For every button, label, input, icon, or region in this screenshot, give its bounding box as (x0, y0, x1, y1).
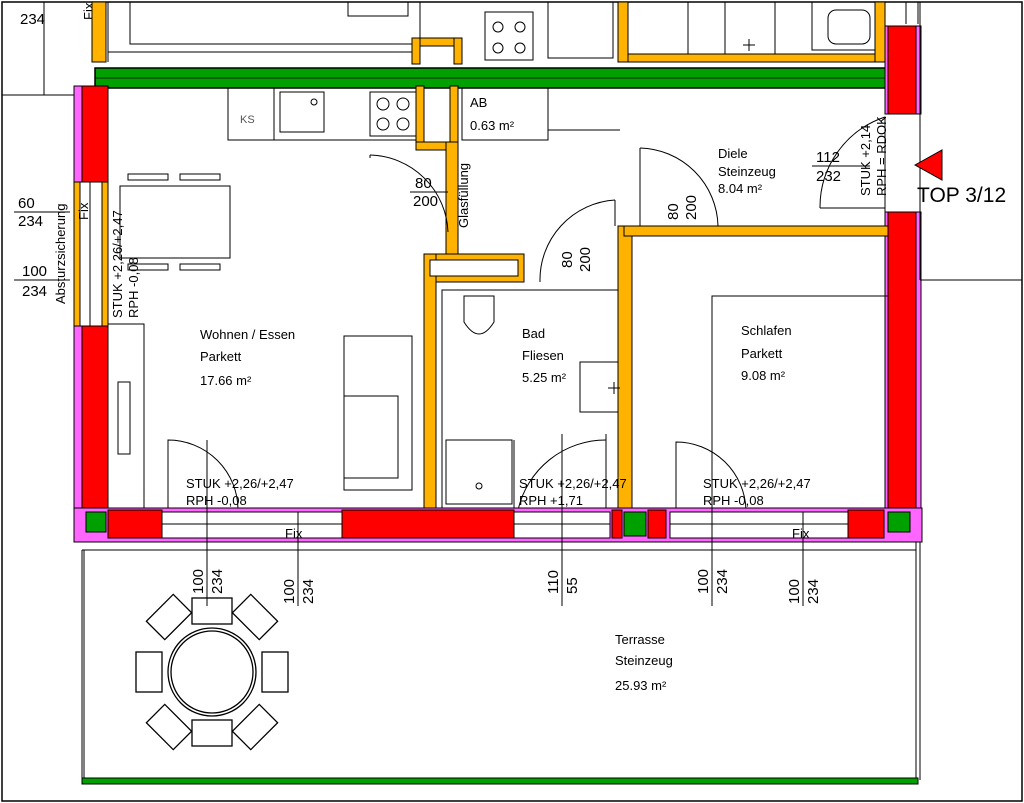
entry-dim-h: 232 (816, 168, 841, 185)
bad-stuk-label: STUK +2,26/+2,47 (519, 476, 627, 491)
left-dim-60: 60 (18, 195, 35, 212)
fix-label-bottom-2: Fix (792, 526, 810, 541)
schlafen-floor: Parkett (741, 346, 783, 361)
upper-unit (2, 1, 919, 96)
diele-door[interactable] (639, 147, 719, 227)
wohnen-stuk-label: STUK +2,26/+2,47 (186, 476, 294, 491)
schlafen-stuk-label: STUK +2,26/+2,47 (703, 476, 811, 491)
left-dim-100-h: 234 (22, 283, 47, 300)
schlafen-walls (623, 225, 889, 237)
terrasse-name: Terrasse (615, 632, 665, 647)
win5-h: 234 (805, 579, 822, 604)
window-swings (167, 434, 747, 511)
right-wall (884, 2, 1022, 780)
bottom-wall (73, 507, 923, 543)
bad-walls (423, 225, 633, 511)
door-diele-h: 200 (683, 195, 700, 220)
ks-label: KS (240, 114, 255, 126)
left-stuk-label: STUK +2,26/+2,47 (110, 210, 125, 318)
schlafen-name: Schlafen (741, 323, 792, 338)
fix-label-left: Fix (76, 202, 91, 220)
schlafen-rph-label: RPH -0,08 (703, 493, 764, 508)
fix-label-bottom-1: Fix (285, 526, 303, 541)
terrasse-floor: Steinzeug (615, 653, 673, 668)
wohnen-rph-label: RPH -0,08 (186, 493, 247, 508)
left-dim-100: 100 (22, 263, 47, 280)
door-bad-h: 200 (577, 247, 594, 272)
win3-w: 110 (545, 570, 562, 594)
diele-area: 8.04 m² (718, 181, 763, 196)
entry-door[interactable] (819, 116, 886, 212)
absturzsicherung-label: Absturzsicherung (53, 204, 68, 304)
win4-w: 100 (695, 569, 712, 594)
win2-h: 234 (300, 579, 317, 604)
glasfuellung-label: Glasfüllung (456, 163, 471, 228)
door-diele-w: 80 (665, 203, 682, 220)
door-bad-w: 80 (559, 251, 576, 268)
dining-table (119, 173, 231, 271)
left-dim-60-h: 234 (18, 213, 43, 230)
door-wohnen-w: 80 (415, 175, 432, 192)
ab-name: AB (470, 95, 487, 110)
win3-h: 55 (564, 577, 581, 594)
schlafen-area: 9.08 m² (741, 368, 786, 383)
bad-rph-label: RPH +1,71 (519, 493, 583, 508)
bad-area: 5.25 m² (522, 370, 567, 385)
win1-w: 100 (190, 569, 207, 594)
round-table (135, 593, 289, 751)
win1-h: 234 (209, 569, 226, 594)
ab-area: 0.63 m² (470, 118, 515, 133)
entry-dim-w: 112 (816, 149, 840, 166)
entry-stuk-label: STUK +2,14 (858, 125, 873, 196)
wohnen-name: Wohnen / Essen (200, 327, 295, 342)
unit-label: TOP 3/12 (917, 184, 1006, 207)
left-rph-label: RPH -0,08 (126, 257, 141, 318)
bad-fixtures (441, 289, 620, 511)
wohnen-area: 17.66 m² (200, 373, 252, 388)
bad-door[interactable] (539, 199, 616, 283)
terrace (81, 542, 917, 782)
terrasse-area: 25.93 m² (615, 678, 667, 693)
win4-h: 234 (714, 569, 731, 594)
upper-partitions (91, 1, 889, 65)
entry-rph-label: RPH = RDOK (874, 116, 889, 196)
left-wall (73, 85, 109, 509)
entry-marker (913, 149, 943, 181)
diele-floor: Steinzeug (718, 164, 776, 179)
bad-floor: Fliesen (522, 348, 564, 363)
terrace-edge (81, 777, 919, 785)
wohnen-floor: Parkett (200, 349, 242, 364)
diele-name: Diele (718, 146, 748, 161)
wohnen-door[interactable] (369, 154, 449, 233)
bad-name: Bad (522, 326, 545, 341)
door-wohnen-h: 200 (413, 193, 438, 210)
win5-w: 100 (786, 579, 803, 604)
ab-shaft (415, 85, 459, 255)
win2-w: 100 (281, 579, 298, 604)
top-left-dim: 234 (20, 11, 45, 28)
